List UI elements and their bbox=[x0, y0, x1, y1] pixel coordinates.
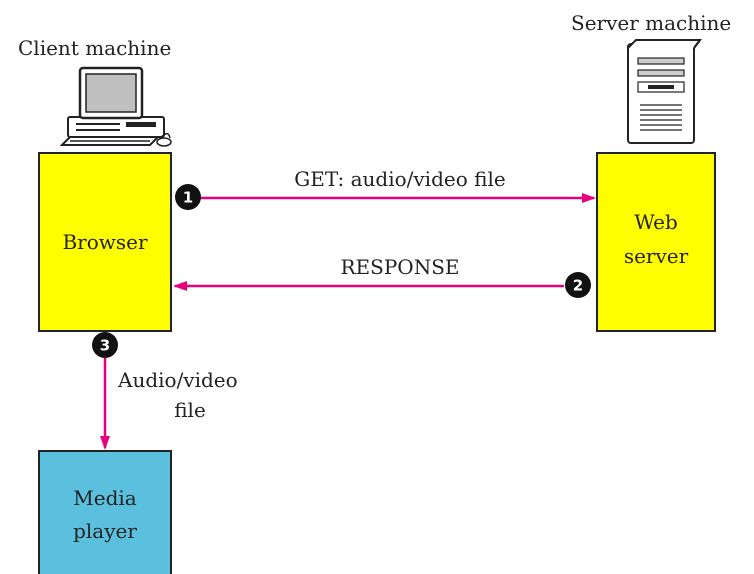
step-1-number: 1 bbox=[183, 189, 193, 207]
step-2-number: 2 bbox=[573, 277, 583, 295]
delivery-arrow-label-line2: file bbox=[174, 398, 206, 422]
desktop-computer-icon bbox=[59, 66, 172, 147]
request-arrow-label: GET: audio/video file bbox=[294, 167, 505, 191]
web-server-label-line2: server bbox=[624, 244, 689, 268]
server-tower-icon bbox=[627, 39, 702, 144]
response-arrow-label: RESPONSE bbox=[340, 255, 459, 279]
step-3-badge: 3 bbox=[92, 332, 118, 358]
delivery-arrow-label-line1: Audio/video bbox=[117, 368, 238, 392]
step-2-badge: 2 bbox=[565, 272, 591, 298]
step-3-number: 3 bbox=[100, 337, 110, 355]
browser-label: Browser bbox=[62, 230, 148, 254]
media-player-label-line2: player bbox=[73, 519, 137, 543]
browser-box bbox=[38, 152, 172, 332]
web-server-box bbox=[596, 152, 716, 332]
media-player-label-line1: Media bbox=[73, 486, 137, 510]
step-1-badge: 1 bbox=[175, 184, 201, 210]
client-machine-caption: Client machine bbox=[18, 36, 171, 60]
media-player-box bbox=[38, 450, 172, 574]
web-server-label-line1: Web bbox=[634, 210, 678, 234]
server-machine-caption: Server machine bbox=[571, 11, 731, 35]
